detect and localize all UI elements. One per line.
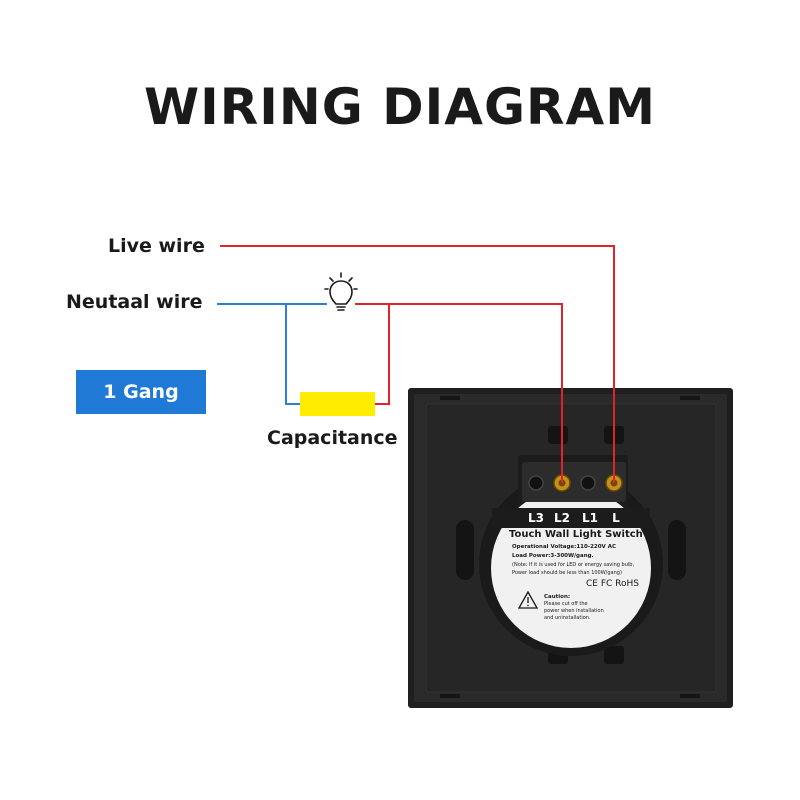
caution-line-2: power when installation: [544, 608, 604, 614]
capacitance-label: Capacitance: [267, 427, 398, 449]
switch-name: Touch Wall Light Switch: [509, 529, 643, 540]
capacitor-live-lead: [375, 304, 390, 405]
operational-voltage: Operational Voltage:110-220V AC: [512, 544, 616, 550]
terminal-screw-l1: [580, 475, 596, 491]
warning-triangle-icon: [517, 590, 539, 609]
certification-marks: CE FC RoHS: [586, 579, 639, 589]
load-wire: [355, 303, 563, 483]
note-line-1: (Note: If it is used for LED or energy s…: [512, 562, 634, 568]
load-power: Load Power:3-300W/gang.: [512, 553, 594, 559]
terminal-screw-l3: [528, 475, 544, 491]
live-wire: [220, 245, 615, 483]
terminal-block: [522, 462, 626, 502]
caution-line-3: and uninstallation.: [544, 615, 591, 621]
page-title: WIRING DIAGRAM: [144, 78, 656, 136]
light-bulb-icon: [324, 272, 358, 311]
neutral-wire-label: Neutaal wire: [66, 291, 203, 313]
capacitor: [300, 392, 375, 416]
caution-title: Caution:: [544, 594, 570, 600]
terminal-label-l: L: [612, 511, 620, 525]
caution-line-1: Please cut off the: [544, 601, 588, 607]
capacitor-neutral-lead: [285, 304, 300, 405]
terminal-label-l2: L2: [554, 511, 570, 525]
gang-badge: 1 Gang: [76, 370, 206, 414]
terminal-label-l3: L3: [528, 511, 544, 525]
live-wire-label: Live wire: [108, 235, 205, 257]
terminal-label-l1: L1: [582, 511, 598, 525]
note-line-2: Power load should be less than 100W/gang…: [512, 570, 622, 576]
